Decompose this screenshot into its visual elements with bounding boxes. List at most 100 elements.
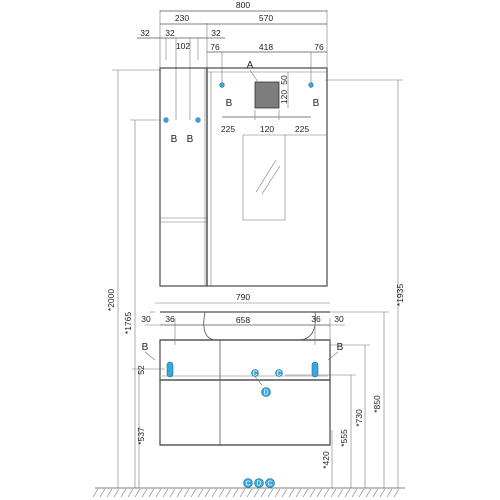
dim-right-850: *850 xyxy=(372,395,382,413)
floor-hatch-stroke xyxy=(176,488,183,498)
dim-lamp-h-mid: 120 xyxy=(260,124,274,134)
marker-b-vanity-right xyxy=(311,361,319,378)
dim-lamp-h-left: 225 xyxy=(221,124,235,134)
label-b-cabinet-right: B xyxy=(187,134,194,145)
floor-hatch-stroke xyxy=(372,488,379,498)
floor-hatch-stroke xyxy=(162,488,169,498)
dim-mirror-width: 570 xyxy=(259,13,273,23)
floor-hatch-stroke xyxy=(134,488,141,498)
top-dimension-texts: 800 230 570 32 32 102 32 76 418 76 xyxy=(140,0,324,52)
dim-lamp-v1: 50 xyxy=(279,75,289,85)
lamp-a-block xyxy=(254,81,280,109)
floor-hatch xyxy=(92,487,405,498)
dim-lamp-v2: 120 xyxy=(279,90,289,104)
dim-cabinet-width: 230 xyxy=(175,13,189,23)
floor-hatch-stroke xyxy=(281,488,288,498)
dim-mirror-left: 76 xyxy=(210,42,220,52)
floor-hatch-stroke xyxy=(190,488,197,498)
floor-hatch-stroke xyxy=(344,488,351,498)
label-b-mirror-right: B xyxy=(313,98,320,109)
dim-cab-mid: 102 xyxy=(176,41,190,51)
dim-lamp-h-right: 225 xyxy=(295,124,309,134)
floor-hatch-stroke xyxy=(267,488,274,498)
dim-vanity-side-left-inner: 36 xyxy=(165,314,175,324)
dim-vanity-side-right-inner: 36 xyxy=(311,314,321,324)
dim-vanity-side-right-outer: 30 xyxy=(334,314,344,324)
dim-vanity-side-left-outer: 30 xyxy=(141,314,151,324)
mirror-dimension-texts: A 50 120 225 120 225 xyxy=(221,60,309,134)
marker-b-mirror-right xyxy=(308,82,314,88)
floor-hatch-stroke xyxy=(260,488,267,498)
vertical-dimension-texts: *2000 *1765 *1935 *537 52 *850 *730 *555… xyxy=(106,284,405,469)
marker-d-floor xyxy=(254,478,264,488)
floor-hatch-stroke xyxy=(155,488,162,498)
floor-hatch-stroke xyxy=(393,488,400,498)
dim-mirror-center: 418 xyxy=(259,42,273,52)
floor-hatch-stroke xyxy=(127,488,134,498)
floor-hatch-stroke xyxy=(379,488,386,498)
floor-hatch-stroke xyxy=(358,488,365,498)
marker-c-left-text: C xyxy=(252,371,257,378)
dim-cab-side-left: 32 xyxy=(140,28,150,38)
floor-hatch-stroke xyxy=(351,488,358,498)
dim-total-width: 800 xyxy=(236,0,250,10)
label-b-vanity-left: B xyxy=(142,342,149,353)
floor-hatch-stroke xyxy=(197,488,204,498)
floor-hatch-stroke xyxy=(274,488,281,498)
vertical-dimension-lines xyxy=(112,69,403,488)
dim-cab-side-right: 32 xyxy=(211,28,221,38)
marker-c-left xyxy=(251,369,259,377)
marker-c-right-text: C xyxy=(276,371,281,378)
marker-c-floor-left xyxy=(243,478,253,488)
dim-right-outer: *1935 xyxy=(395,284,405,306)
dim-cab-gap-left: 32 xyxy=(165,28,175,38)
marker-c-right xyxy=(275,369,283,377)
floor-hatch-stroke xyxy=(302,488,309,498)
floor-hatch-stroke xyxy=(141,488,148,498)
label-b-mirror-left: B xyxy=(226,98,233,109)
marker-c-floor-right-text: C xyxy=(267,481,272,488)
floor-hatch-stroke xyxy=(120,488,127,498)
floor-hatch-stroke xyxy=(211,488,218,498)
vanity-unit xyxy=(144,302,345,446)
floor-hatch-stroke xyxy=(309,488,316,498)
marker-d-floor-text: D xyxy=(256,481,261,488)
dim-vanity-total: 790 xyxy=(236,292,250,302)
marker-d xyxy=(261,387,271,397)
dim-vanity-side-left: 52 xyxy=(136,365,146,375)
label-b-cabinet-left: B xyxy=(171,134,178,145)
marker-b-cabinet-right xyxy=(195,117,201,123)
floor-hatch-stroke xyxy=(92,488,99,498)
floor-hatch-stroke xyxy=(288,488,295,498)
marker-b-mirror-left xyxy=(219,82,225,88)
floor-hatch-stroke xyxy=(113,488,120,498)
floor-hatch-stroke xyxy=(183,488,190,498)
floor-hatch-stroke xyxy=(316,488,323,498)
floor-hatch-stroke xyxy=(253,488,260,498)
floor-hatch-stroke xyxy=(386,488,393,498)
marker-d-text: D xyxy=(263,390,268,397)
floor-hatch-stroke xyxy=(323,488,330,498)
dim-mirror-right: 76 xyxy=(314,42,324,52)
floor-hatch-stroke xyxy=(246,488,253,498)
dim-left-inner: *1765 xyxy=(123,312,133,334)
dim-left-outer: *2000 xyxy=(106,289,116,311)
b-labels: B B B B B B xyxy=(142,98,344,353)
connection-markers xyxy=(163,82,319,488)
floor-hatch-stroke xyxy=(239,488,246,498)
floor-hatch-stroke xyxy=(148,488,155,498)
floor-hatch-stroke xyxy=(99,488,106,498)
label-a: A xyxy=(247,60,254,71)
dim-right-555: *555 xyxy=(339,429,349,447)
floor-hatch-stroke xyxy=(330,488,337,498)
floor-hatch-stroke xyxy=(225,488,232,498)
dim-right-420: *420 xyxy=(321,451,331,469)
wall-cabinet xyxy=(159,67,208,287)
top-dimension-lines xyxy=(137,10,328,120)
floor-hatch-stroke xyxy=(337,488,344,498)
marker-letters: C C D C D C xyxy=(245,371,281,488)
label-b-vanity-right: B xyxy=(337,342,344,353)
marker-c-floor-left-text: C xyxy=(245,481,250,488)
floor-hatch-stroke xyxy=(204,488,211,498)
